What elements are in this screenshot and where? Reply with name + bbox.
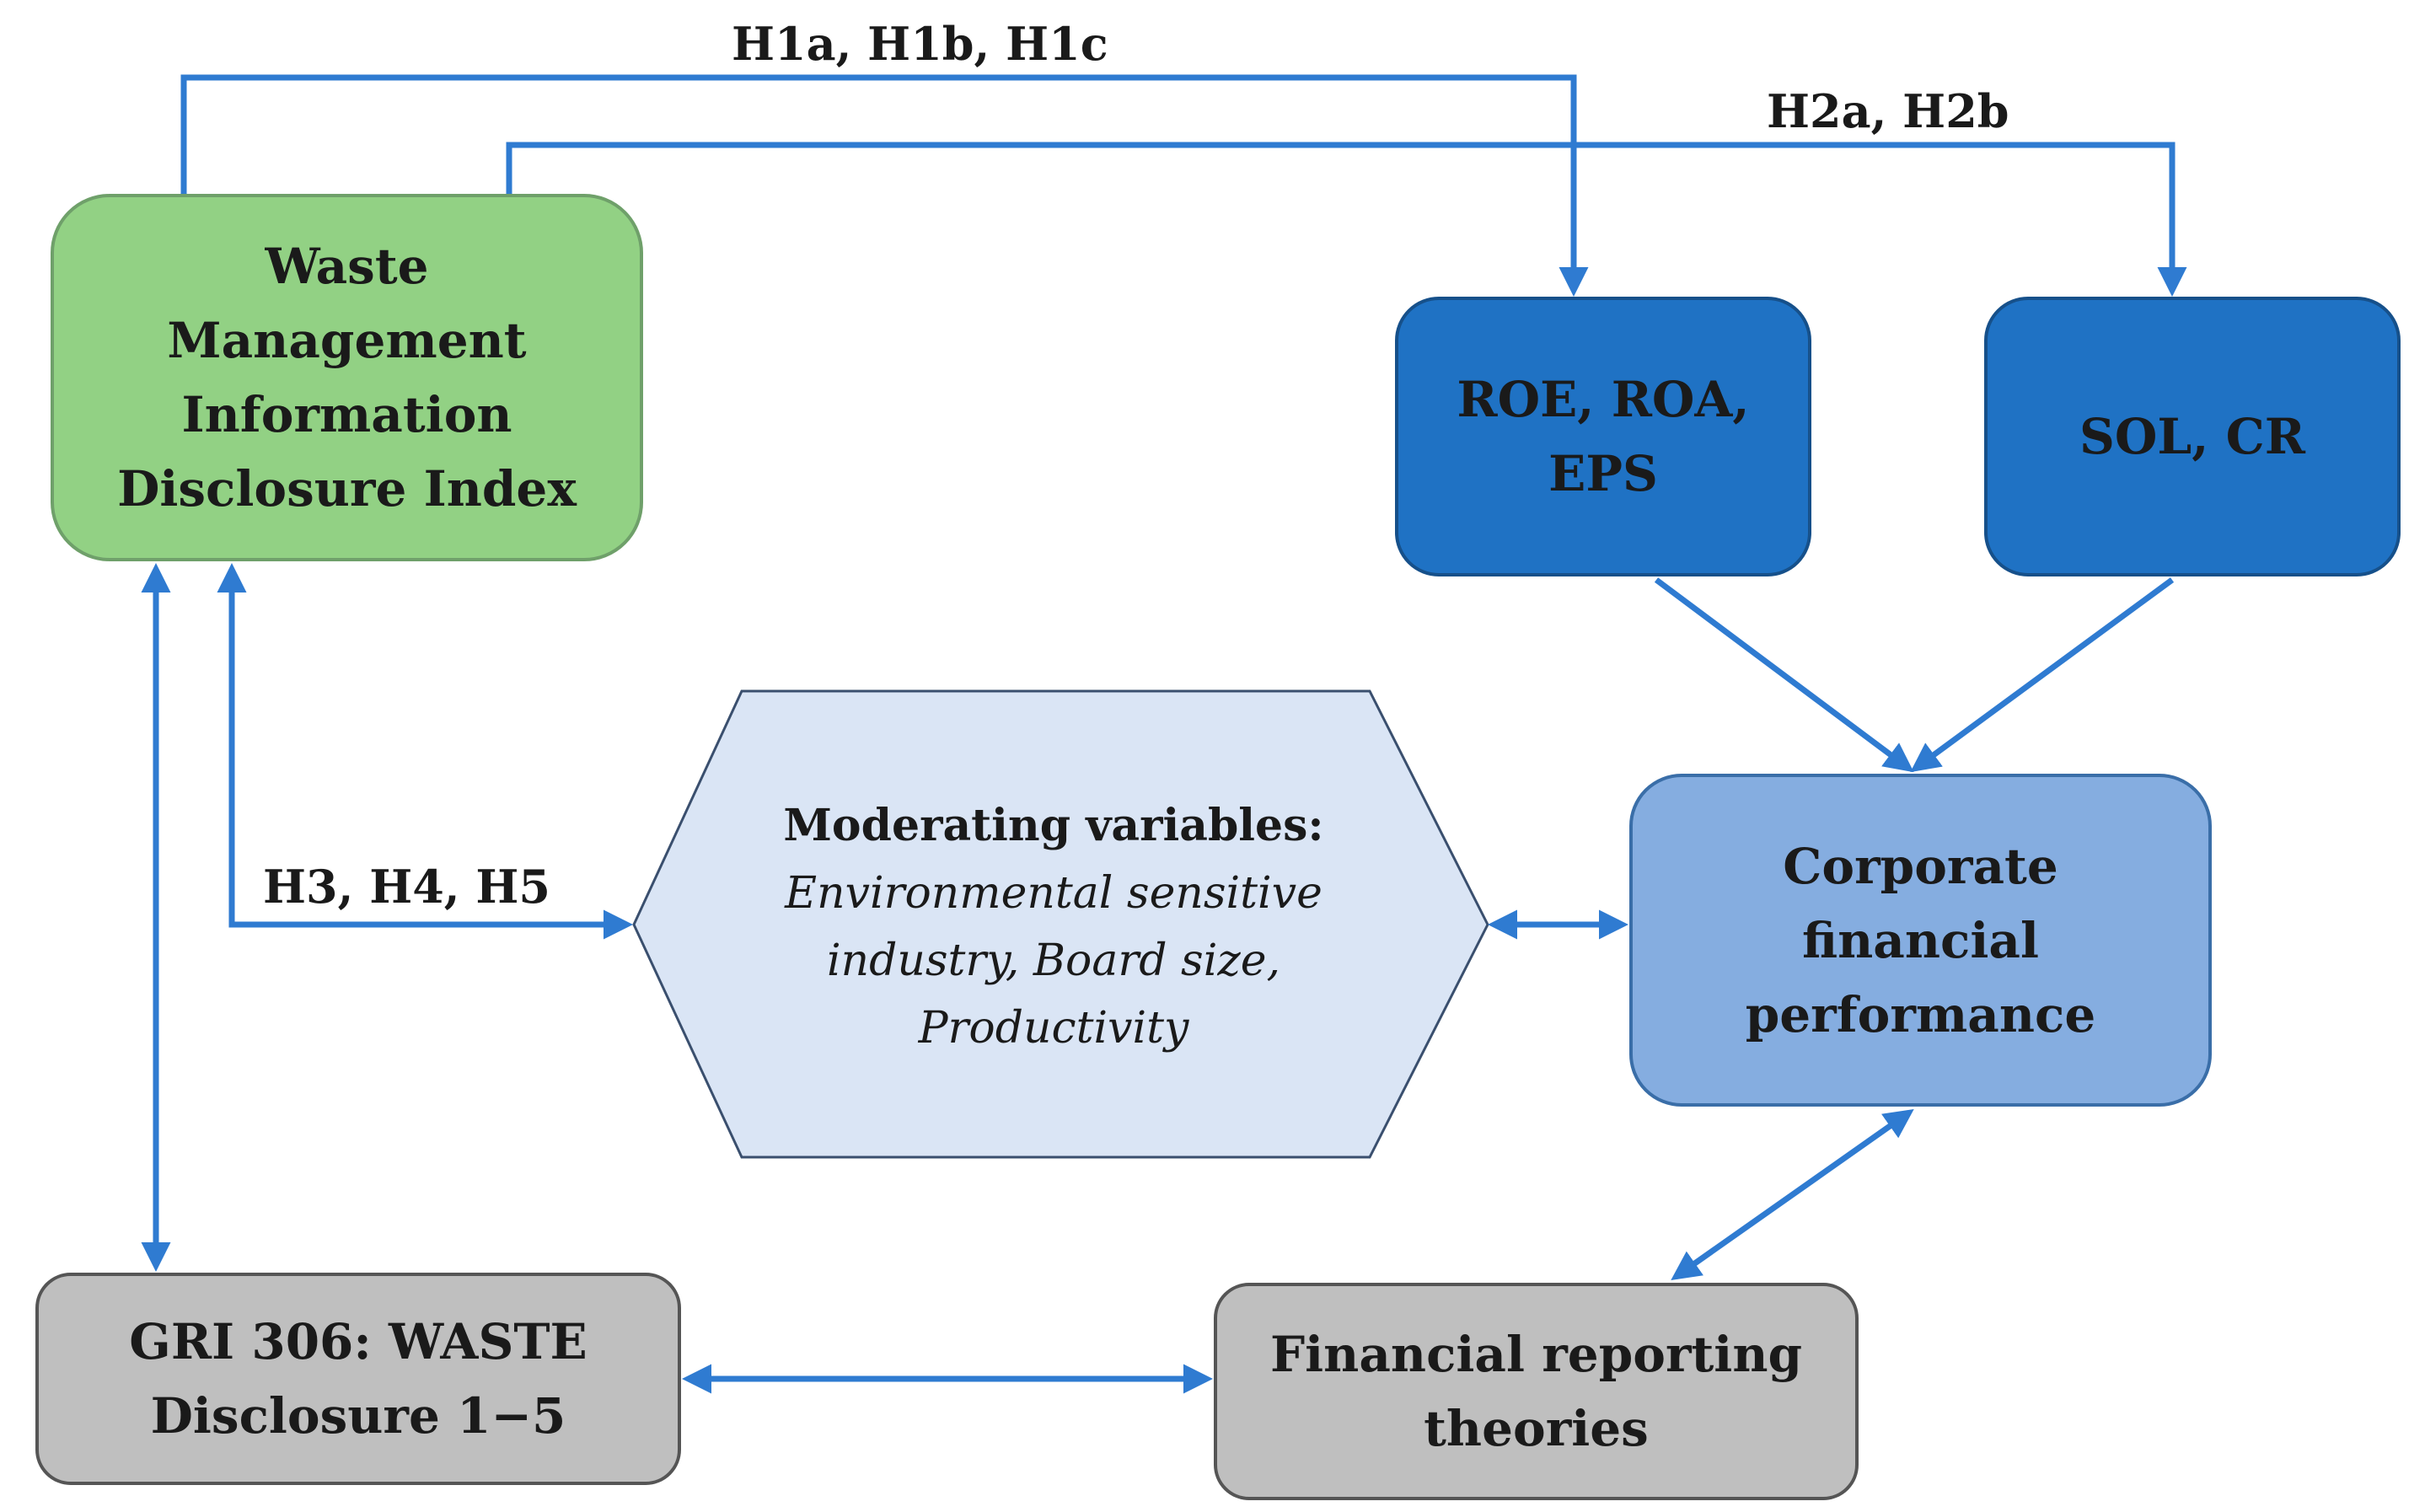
gri-line-2: Disclosure 1−5 xyxy=(150,1387,566,1445)
waste-index-box: Waste Management Information Disclosure … xyxy=(51,194,643,561)
waste-index-line-1: Waste xyxy=(265,238,429,295)
moderators-line-3: Productivity xyxy=(918,1003,1189,1054)
waste-index-line-4: Disclosure Index xyxy=(117,460,577,517)
moderators-line-1: Environmental sensitive xyxy=(785,868,1322,919)
theories-line-1: Financial reporting xyxy=(1269,1326,1803,1383)
arrow-h1 xyxy=(180,74,1589,297)
solvency-line-1: SOL, CR xyxy=(2079,408,2305,465)
arrow-solvency-performance xyxy=(1910,577,2175,773)
arrow-theories-performance xyxy=(1671,1108,1914,1281)
solvency-box: SOL, CR xyxy=(1984,297,2401,576)
moderators-title: Moderating variables: xyxy=(783,800,1324,851)
gri-306-box: GRI 306: WASTE Disclosure 1−5 xyxy=(35,1273,681,1485)
theories-box: Financial reporting theories xyxy=(1214,1283,1859,1500)
moderators-list: Environmental sensitive industry, Board … xyxy=(785,860,1322,1062)
arrow-h3-h5 xyxy=(217,563,633,940)
profitability-line-1: ROE, ROA, xyxy=(1457,371,1750,428)
arrow-h2 xyxy=(506,142,2187,297)
theories-line-2: theories xyxy=(1424,1400,1649,1457)
profitability-line-2: EPS xyxy=(1548,445,1658,502)
hypothesis-label-h1: H1a, H1b, H1c xyxy=(732,17,1108,71)
moderators-hexagon xyxy=(632,689,1489,1159)
moderators-text: Moderating variables: Environmental sens… xyxy=(725,788,1382,1066)
performance-line-3: performance xyxy=(1745,985,2096,1043)
performance-box: Corporate financial performance xyxy=(1629,774,2212,1107)
arrow-profitability-performance xyxy=(1654,577,1914,773)
performance-line-1: Corporate xyxy=(1783,837,2058,895)
performance-line-2: financial xyxy=(1801,911,2040,969)
moderators-line-2: industry, Board size, xyxy=(826,936,1281,986)
waste-index-line-3: Information xyxy=(181,386,512,443)
hypothesis-label-h2: H2a, H2b xyxy=(1767,84,2009,138)
profitability-box: ROE, ROA, EPS xyxy=(1395,297,1811,576)
gri-line-1: GRI 306: WASTE xyxy=(129,1313,587,1370)
waste-index-line-2: Management xyxy=(167,312,527,369)
hypothesis-label-h3: H3, H4, H5 xyxy=(263,860,550,914)
